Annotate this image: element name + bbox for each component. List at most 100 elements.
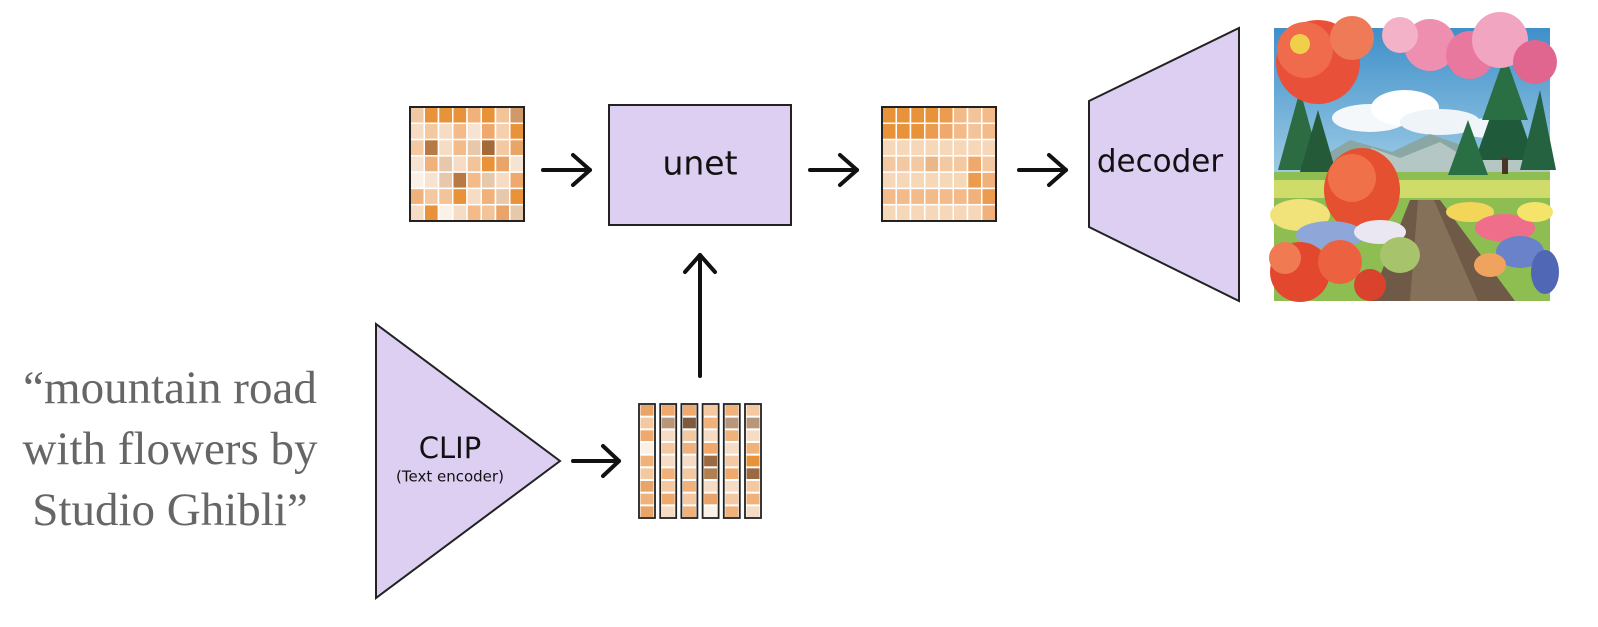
latent-cell xyxy=(938,187,954,206)
latent-cell xyxy=(938,155,954,173)
latent-cell xyxy=(881,122,897,141)
prompt-line: “mountain road xyxy=(23,362,317,414)
embedding-cell xyxy=(682,430,696,441)
latent-cell xyxy=(409,171,425,190)
latent-cell xyxy=(938,171,954,190)
embedding-cell xyxy=(746,481,760,492)
latent-cell xyxy=(966,122,983,141)
latent-cell xyxy=(466,171,482,190)
latent-cell xyxy=(437,138,454,157)
embedding-cell xyxy=(725,506,739,517)
latent-cell xyxy=(480,106,497,125)
embedding-cell xyxy=(746,405,760,416)
latent-cell xyxy=(509,122,525,141)
embedding-cell xyxy=(640,443,654,454)
latent-cell xyxy=(509,171,525,190)
latent-cell xyxy=(452,171,468,190)
embedding-cell xyxy=(704,481,718,492)
grid-border xyxy=(409,106,525,222)
embedding-cell xyxy=(661,417,675,429)
embedding-cell xyxy=(682,506,696,517)
embedding-column xyxy=(701,403,720,519)
latent-cell xyxy=(509,203,525,222)
embedding-cell xyxy=(661,481,675,492)
latent-cell xyxy=(938,138,954,157)
latent-cell xyxy=(509,106,525,125)
latent-cell xyxy=(981,106,997,125)
latent-cell xyxy=(466,203,482,222)
latent-cell xyxy=(895,138,912,157)
clip-label: CLIP xyxy=(419,431,481,465)
embedding-cell xyxy=(746,455,760,467)
latent-cell xyxy=(480,138,497,157)
arrow-up-icon xyxy=(683,253,717,378)
latent-cell xyxy=(952,106,969,125)
latent-cell xyxy=(895,155,912,173)
latent-cell xyxy=(437,106,454,125)
latent-cell xyxy=(494,171,511,190)
latent-cell xyxy=(509,187,525,206)
embedding-cell xyxy=(704,405,718,416)
embedding-cell xyxy=(725,443,739,454)
latent-cell xyxy=(423,106,440,125)
embedding-cell xyxy=(704,430,718,441)
latent-cell xyxy=(981,187,997,206)
embedding-cell xyxy=(746,468,760,479)
latent-cell xyxy=(952,203,969,222)
embedding-cell xyxy=(725,493,739,505)
latent-cell xyxy=(452,138,468,157)
embedding-cell xyxy=(746,430,760,441)
embedding-cell xyxy=(682,443,696,454)
latent-cell xyxy=(423,122,440,141)
embedding-column-border xyxy=(722,403,741,519)
embedding-cell xyxy=(704,417,718,429)
decoder-block: decoder xyxy=(1088,26,1240,303)
latent-cell xyxy=(480,122,497,141)
latent-cell xyxy=(466,122,482,141)
latent-cell xyxy=(938,122,954,141)
latent-cell xyxy=(924,171,940,190)
embedding-column-border xyxy=(701,403,720,519)
latent-cell xyxy=(437,187,454,206)
latent-cell xyxy=(494,138,511,157)
embedding-column xyxy=(659,403,678,519)
latent-cell xyxy=(881,155,897,173)
prompt-line: Studio Ghibli” xyxy=(32,484,308,536)
latent-cell xyxy=(966,203,983,222)
latent-cell xyxy=(895,122,912,141)
latent-cell xyxy=(437,171,454,190)
latent-cell xyxy=(952,138,969,157)
embedding-cell xyxy=(640,493,654,505)
latent-cell xyxy=(409,122,425,141)
latent-cell xyxy=(409,106,425,125)
latent-cell xyxy=(452,106,468,125)
latent-cell xyxy=(437,155,454,173)
latent-cell xyxy=(909,187,926,206)
latent-cell xyxy=(494,122,511,141)
latent-cell xyxy=(409,138,425,157)
latent-cell xyxy=(509,155,525,173)
latent-cell xyxy=(881,187,897,206)
latent-cell xyxy=(924,203,940,222)
latent-cell xyxy=(466,106,482,125)
latent-cell xyxy=(494,187,511,206)
embedding-cell xyxy=(704,506,718,517)
embedding-column xyxy=(638,403,656,519)
latent-cell xyxy=(909,138,926,157)
latent-cell xyxy=(966,171,983,190)
arrow-icon xyxy=(808,153,859,187)
embedding-cell xyxy=(640,430,654,441)
clip-text-encoder-block: CLIP (Text encoder) xyxy=(375,322,562,600)
latent-cell xyxy=(981,155,997,173)
embedding-cell xyxy=(704,455,718,467)
latent-cell xyxy=(409,187,425,206)
latent-cell xyxy=(924,122,940,141)
arrow-icon xyxy=(1017,153,1068,187)
grid-border xyxy=(881,106,997,222)
latent-cell xyxy=(437,203,454,222)
embedding-column xyxy=(722,403,741,519)
arrow-icon xyxy=(541,153,592,187)
latent-cell xyxy=(480,155,497,173)
